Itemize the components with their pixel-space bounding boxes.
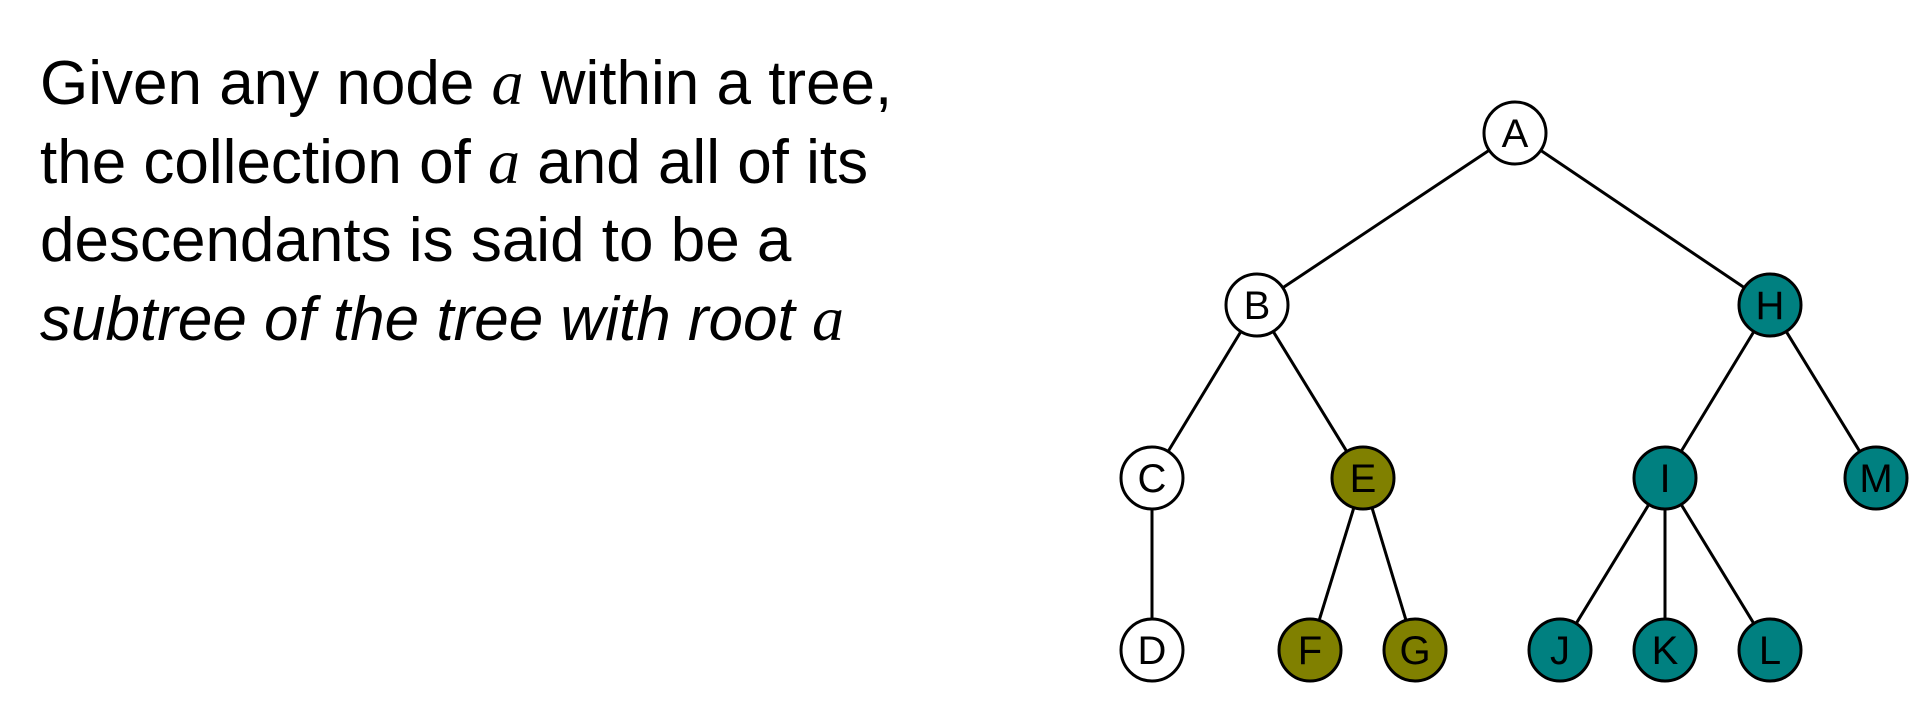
edge-b-e (1271, 330, 1349, 453)
node-circle-i (1632, 445, 1698, 511)
math-variable-a: a (488, 126, 521, 197)
node-label-c: C (1138, 457, 1167, 501)
node-circle-c (1119, 445, 1185, 511)
node-circle-j (1527, 617, 1593, 683)
node-label-e: E (1350, 457, 1377, 501)
tree-node-a: A (1482, 100, 1548, 166)
tree-node-m: M (1843, 445, 1909, 511)
edge-a-b (1281, 148, 1491, 290)
node-circle-d (1119, 617, 1185, 683)
tree-node-l: L (1737, 617, 1803, 683)
tree-node-f: F (1277, 617, 1343, 683)
tree-node-i: I (1632, 445, 1698, 511)
tree-node-g: G (1382, 617, 1448, 683)
node-label-d: D (1138, 629, 1167, 673)
edge-a-h (1539, 149, 1746, 289)
edge-e-g (1370, 507, 1408, 621)
tree-node-b: B (1224, 272, 1290, 338)
math-variable-a: a (811, 283, 844, 354)
tree-node-c: C (1119, 445, 1185, 511)
node-circle-g (1382, 617, 1448, 683)
definition-line-4: subtree of the tree with root a (40, 280, 1000, 359)
tree-nodes: A B H C E I M D F G J K L (1119, 100, 1909, 683)
node-label-h: H (1756, 284, 1785, 328)
edge-i-j (1574, 503, 1651, 625)
node-label-k: K (1652, 629, 1679, 673)
node-label-b: B (1244, 284, 1271, 328)
line4-text-start: subtree of the tree with root (40, 285, 812, 354)
node-circle-l (1737, 617, 1803, 683)
tree-node-e: E (1330, 445, 1396, 511)
node-circle-m (1843, 445, 1909, 511)
node-label-i: I (1659, 457, 1670, 501)
node-circle-e (1330, 445, 1396, 511)
node-label-l: L (1759, 629, 1781, 673)
line1-text-start: Given any node (40, 49, 492, 118)
node-label-g: G (1399, 629, 1430, 673)
line2-text-end: and all of its (520, 128, 869, 197)
edge-b-c (1166, 330, 1243, 453)
node-label-a: A (1502, 112, 1529, 156)
definition-line-3: descendants is said to be a (40, 206, 792, 275)
tree-node-k: K (1632, 617, 1698, 683)
edge-h-m (1784, 330, 1862, 453)
tree-node-j: J (1527, 617, 1593, 683)
node-circle-k (1632, 617, 1698, 683)
node-circle-f (1277, 617, 1343, 683)
edge-i-l (1679, 503, 1756, 625)
node-circle-b (1224, 272, 1290, 338)
node-label-f: F (1298, 629, 1322, 673)
tree-node-h: H (1737, 272, 1803, 338)
math-variable-a: a (491, 47, 524, 118)
definition-line-2: the collection of a and all of its (40, 123, 1000, 202)
node-label-j: J (1550, 629, 1570, 673)
node-label-m: M (1859, 457, 1892, 501)
node-circle-h (1737, 272, 1803, 338)
definition-text: Given any node a within a tree, the coll… (40, 44, 1000, 359)
tree-node-d: D (1119, 617, 1185, 683)
line1-text-end: within a tree, (523, 49, 893, 118)
tree-edges (1150, 148, 1862, 625)
line2-text-start: the collection of (40, 128, 489, 197)
edge-e-f (1317, 507, 1356, 621)
edge-h-i (1679, 330, 1756, 453)
node-circle-a (1482, 100, 1548, 166)
definition-line-1: Given any node a within a tree, (40, 44, 1000, 123)
